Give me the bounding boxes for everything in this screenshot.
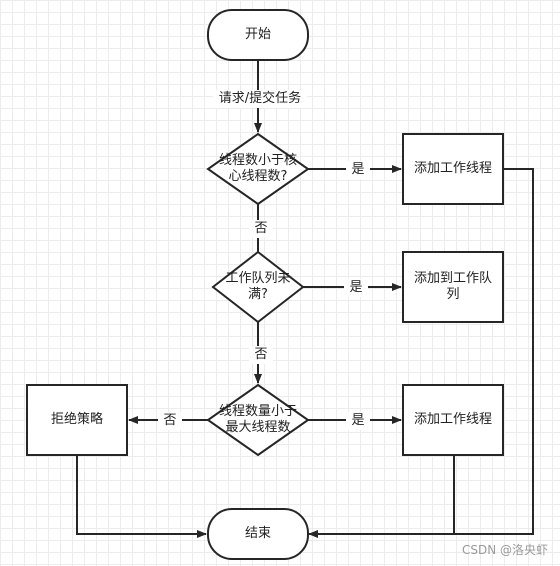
no-label-2: 否 (249, 346, 273, 364)
end-terminal (207, 508, 309, 560)
start-terminal (207, 9, 309, 61)
no-label-1: 否 (249, 220, 273, 238)
core-decision-label: 线程数小于核心线程数? (218, 153, 297, 184)
reject-label: 拒绝策略 (50, 412, 103, 427)
yes-label-1: 是 (346, 161, 370, 179)
add-to-queue-box (402, 251, 504, 323)
yes-label-2: 是 (344, 279, 368, 297)
reject-box (26, 384, 128, 456)
queue-decision-diamond (211, 250, 305, 324)
add-to-queue-label: 添加到工作队列 (413, 271, 492, 302)
add-worker-box-2 (402, 384, 504, 456)
max-decision-diamond (206, 383, 310, 457)
submit-edge-label: 请求/提交任务 (213, 90, 307, 108)
end-label: 结束 (244, 526, 271, 541)
start-label: 开始 (244, 27, 271, 42)
add-worker-label-1: 添加工作线程 (413, 161, 492, 176)
queue-decision-label: 工作队列未满? (225, 271, 291, 302)
max-decision-label: 线程数量小于最大线程数 (218, 404, 297, 435)
no-label-3: 否 (158, 412, 182, 430)
add-worker-box-1 (402, 133, 504, 205)
add-worker-label-2: 添加工作线程 (413, 412, 492, 427)
core-decision-diamond (206, 132, 310, 206)
edge-worker1-to-end (308, 168, 534, 538)
yes-label-3: 是 (346, 412, 370, 430)
edge-reject-to-end (76, 455, 207, 538)
watermark: CSDN @洛央虾 (461, 543, 548, 557)
